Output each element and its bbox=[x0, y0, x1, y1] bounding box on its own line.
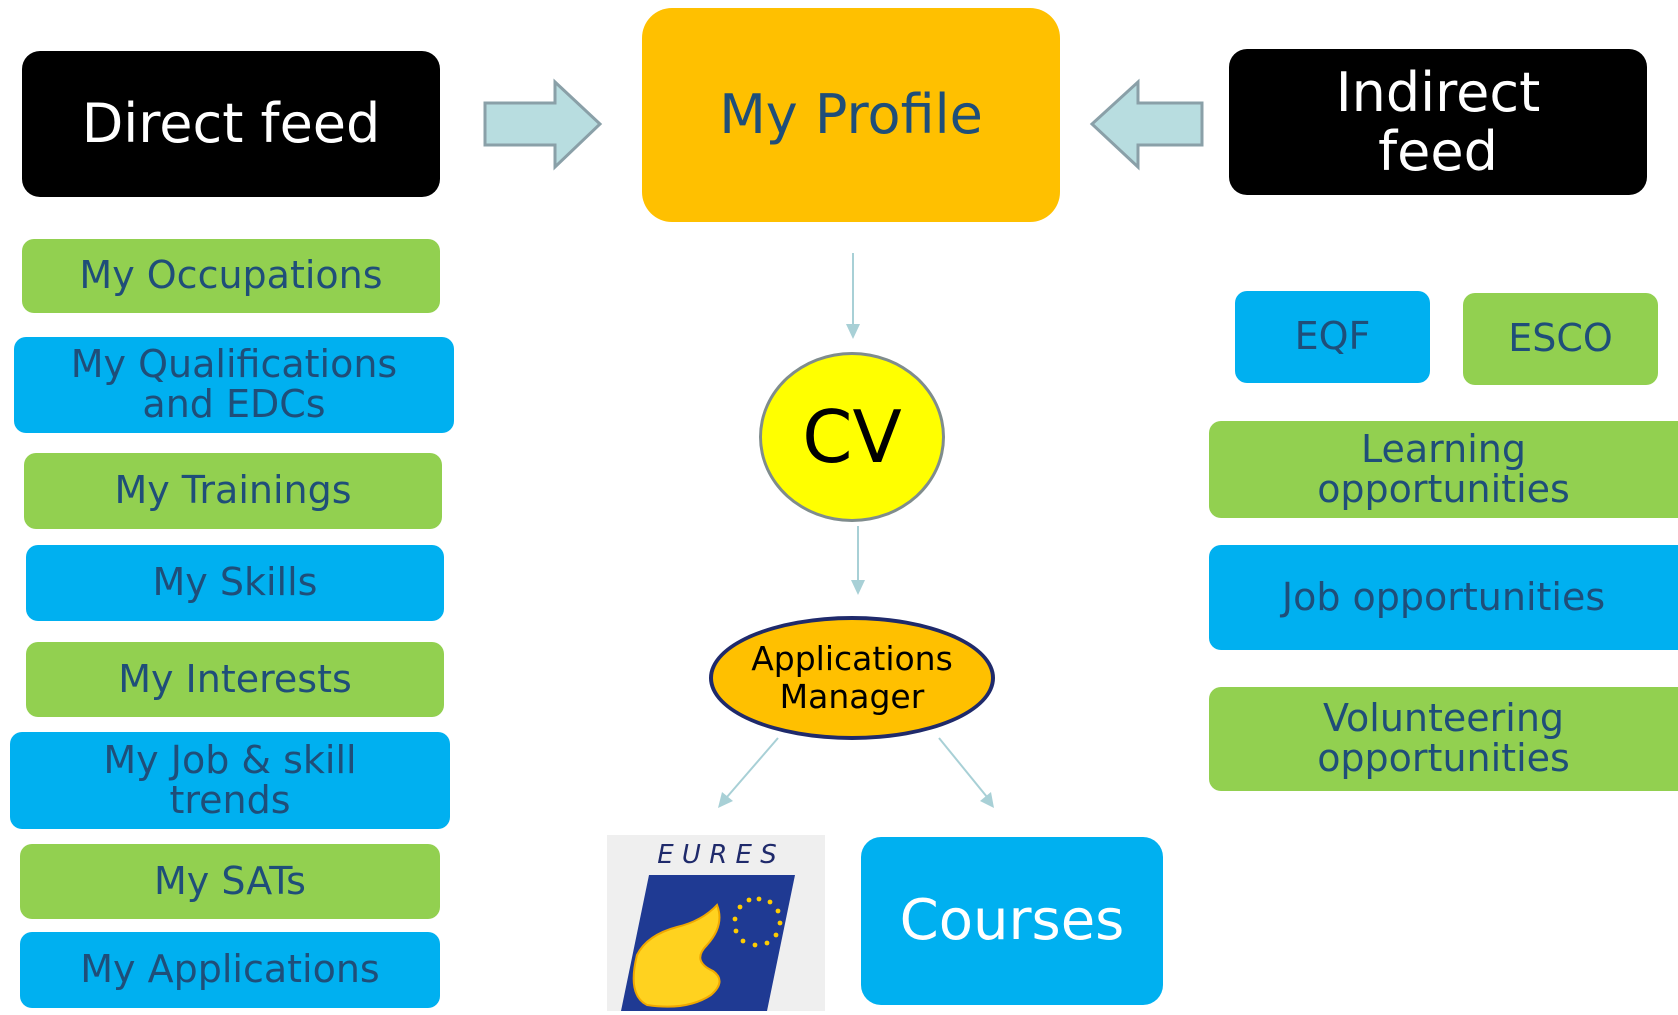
am-to-courses-line bbox=[938, 737, 988, 798]
courses-label: Courses bbox=[899, 887, 1125, 953]
esco-box: ESCO bbox=[1463, 293, 1658, 385]
courses-box: Courses bbox=[861, 837, 1163, 1005]
my-profile-label: My Profile bbox=[719, 82, 983, 146]
am-to-courses-arrowhead bbox=[980, 792, 994, 808]
am-to-eures-line bbox=[726, 737, 779, 798]
my-profile-box: My Profile bbox=[642, 8, 1060, 222]
direct-feed-box: Direct feed bbox=[22, 51, 440, 197]
my-interests-label: My Interests bbox=[118, 656, 352, 701]
learning-opportunities-box: Learning opportunities bbox=[1209, 421, 1678, 518]
direct-feed-label: Direct feed bbox=[81, 91, 381, 155]
left-block-arrow-icon bbox=[1089, 78, 1204, 171]
my-sats-box: My SATs bbox=[20, 844, 440, 919]
applications-manager-label: Applications Manager bbox=[751, 639, 953, 716]
my-qualifications-label: My Qualifications and EDCs bbox=[70, 342, 398, 426]
eures-logo: E U R E S bbox=[607, 835, 825, 1011]
indirect-feed-box: Indirect feed bbox=[1229, 49, 1647, 195]
my-qualifications-box: My Qualifications and EDCs bbox=[14, 337, 454, 433]
my-trainings-box: My Trainings bbox=[24, 453, 442, 529]
eu-stars-icon bbox=[732, 896, 783, 948]
applications-manager-ellipse: Applications Manager bbox=[709, 616, 995, 740]
my-applications-box: My Applications bbox=[20, 932, 440, 1008]
volunteering-opportunities-label: Volunteering opportunities bbox=[1317, 696, 1570, 780]
eqf-box: EQF bbox=[1235, 291, 1430, 383]
my-trainings-label: My Trainings bbox=[114, 468, 352, 513]
my-skills-label: My Skills bbox=[152, 560, 318, 605]
my-occupations-label: My Occupations bbox=[79, 253, 383, 298]
eqf-label: EQF bbox=[1294, 314, 1371, 359]
job-opportunities-label: Job opportunities bbox=[1281, 574, 1606, 619]
my-sats-label: My SATs bbox=[154, 858, 306, 903]
my-applications-label: My Applications bbox=[80, 947, 380, 992]
cv-circle: CV bbox=[759, 352, 945, 522]
my-skills-box: My Skills bbox=[26, 545, 444, 621]
my-job-skill-trends-box: My Job & skill trends bbox=[10, 732, 450, 829]
profile-to-cv-arrowhead bbox=[846, 324, 860, 339]
right-block-arrow-icon bbox=[483, 78, 603, 171]
volunteering-opportunities-box: Volunteering opportunities bbox=[1209, 687, 1678, 791]
eures-logo-text: E U R E S bbox=[657, 840, 777, 870]
am-to-eures-arrowhead bbox=[718, 792, 733, 808]
eures-logo-graphic: E U R E S bbox=[621, 840, 795, 1011]
job-opportunities-box: Job opportunities bbox=[1209, 545, 1678, 650]
cv-label: CV bbox=[802, 395, 902, 479]
my-interests-box: My Interests bbox=[26, 642, 444, 717]
learning-opportunities-label: Learning opportunities bbox=[1317, 426, 1570, 511]
cv-to-am-arrowhead bbox=[851, 580, 865, 595]
my-occupations-box: My Occupations bbox=[22, 239, 440, 313]
eures-hands-icon bbox=[632, 903, 721, 1008]
my-job-skill-trends-label: My Job & skill trends bbox=[103, 737, 357, 822]
esco-label: ESCO bbox=[1508, 316, 1613, 361]
indirect-feed-label: Indirect feed bbox=[1335, 60, 1541, 183]
